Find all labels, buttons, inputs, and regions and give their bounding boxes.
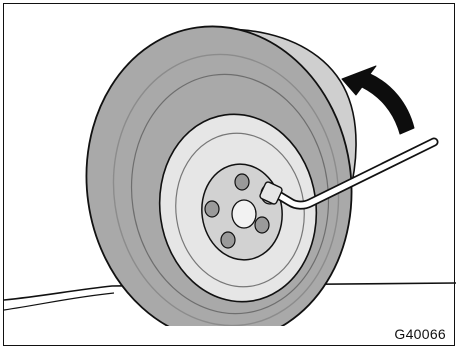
- lug-nut: [235, 174, 249, 190]
- lug-nut: [221, 232, 235, 248]
- center-hub: [232, 200, 256, 228]
- figure-code: G40066: [394, 326, 446, 342]
- wheel-illustration: [4, 4, 456, 326]
- lug-nut: [205, 201, 219, 217]
- lug-nut: [255, 217, 269, 233]
- ground-shadow: [4, 293, 114, 310]
- figure-frame: G40066: [3, 3, 455, 346]
